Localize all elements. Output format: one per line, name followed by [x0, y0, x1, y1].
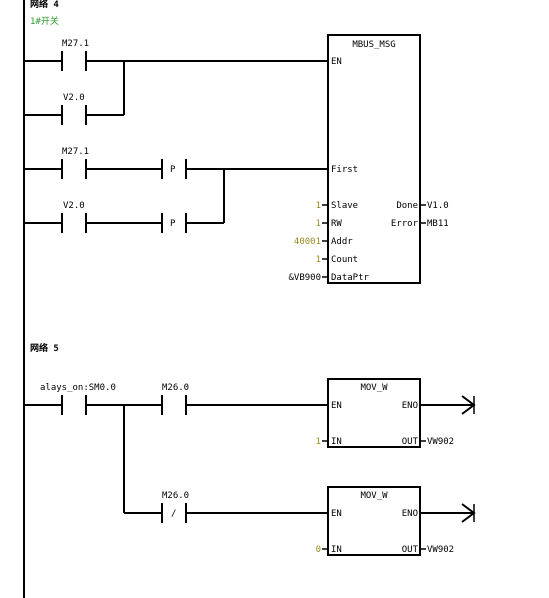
pin-out: OUT	[402, 545, 419, 555]
input-dataptr-value[interactable]: &VB900	[288, 273, 321, 283]
network4-title[interactable]: 网络 4	[30, 0, 59, 10]
edge-symbol: P	[170, 219, 176, 229]
network4-comment[interactable]: 1#开关	[30, 15, 59, 27]
mov-w-block-2[interactable]: MOV_W EN ENO IN OUT	[327, 486, 421, 556]
pin-en: EN	[331, 509, 342, 519]
block-name: MOV_W	[360, 383, 388, 393]
input-addr-value[interactable]: 40001	[294, 237, 321, 247]
block-name: MBUS_MSG	[352, 40, 395, 50]
mov2-in-value[interactable]: 0	[316, 545, 321, 555]
pin-dataptr: DataPtr	[331, 273, 370, 283]
mbus-msg-block[interactable]: MBUS_MSG EN First Slave RW Addr Count Da…	[327, 34, 421, 284]
mov1-out-value[interactable]: VW902	[427, 437, 454, 447]
pin-in: IN	[331, 437, 342, 447]
n4-contact-m27-1[interactable]: M27.1	[24, 39, 328, 71]
network5-title[interactable]: 网络 5	[30, 342, 59, 354]
contact-address: M26.0	[162, 383, 189, 393]
contact-address: M26.0	[162, 491, 189, 501]
n4-contact-v2-0-positive-edge[interactable]: V2.0 P	[24, 169, 225, 233]
contact-address: alays_on:SM0.0	[40, 383, 116, 393]
n4-contact-v2-0[interactable]: V2.0	[24, 61, 125, 125]
pin-in: IN	[331, 545, 342, 555]
contact-address: V2.0	[63, 201, 85, 211]
edge-symbol: P	[170, 165, 176, 175]
output-done-value[interactable]: V1.0	[427, 201, 449, 211]
input-count-value[interactable]: 1	[316, 255, 321, 265]
pin-rw: RW	[331, 219, 342, 229]
pin-eno: ENO	[402, 509, 418, 519]
pin-slave: Slave	[331, 201, 358, 211]
pin-en: EN	[331, 57, 342, 67]
input-rw-value[interactable]: 1	[316, 219, 321, 229]
pin-addr: Addr	[331, 237, 353, 247]
pin-eno: ENO	[402, 401, 418, 411]
mov2-out-value[interactable]: VW902	[427, 545, 454, 555]
input-slave-value[interactable]: 1	[316, 201, 321, 211]
block-name: MOV_W	[360, 491, 388, 501]
pin-error: Error	[391, 219, 419, 229]
n5-contact-always-on[interactable]: alays_on:SM0.0	[24, 383, 162, 513]
contact-address: M27.1	[62, 39, 89, 49]
n5-contact-m26-0-normally-closed[interactable]: M26.0 /	[124, 491, 328, 523]
mov-w-block-1[interactable]: MOV_W EN ENO IN OUT	[327, 378, 421, 448]
output-error-value[interactable]: MB11	[427, 219, 449, 229]
pin-en: EN	[331, 401, 342, 411]
pin-done: Done	[396, 201, 418, 211]
n4-contact-m27-1-positive-edge[interactable]: M27.1 P	[24, 147, 328, 179]
contact-address: M27.1	[62, 147, 89, 157]
n5-contact-m26-0[interactable]: M26.0	[161, 383, 328, 415]
pin-out: OUT	[402, 437, 419, 447]
pin-first: First	[331, 165, 358, 175]
mov1-in-value[interactable]: 1	[316, 437, 321, 447]
negation-symbol: /	[171, 509, 176, 519]
contact-address: V2.0	[63, 93, 85, 103]
pin-count: Count	[331, 255, 358, 265]
